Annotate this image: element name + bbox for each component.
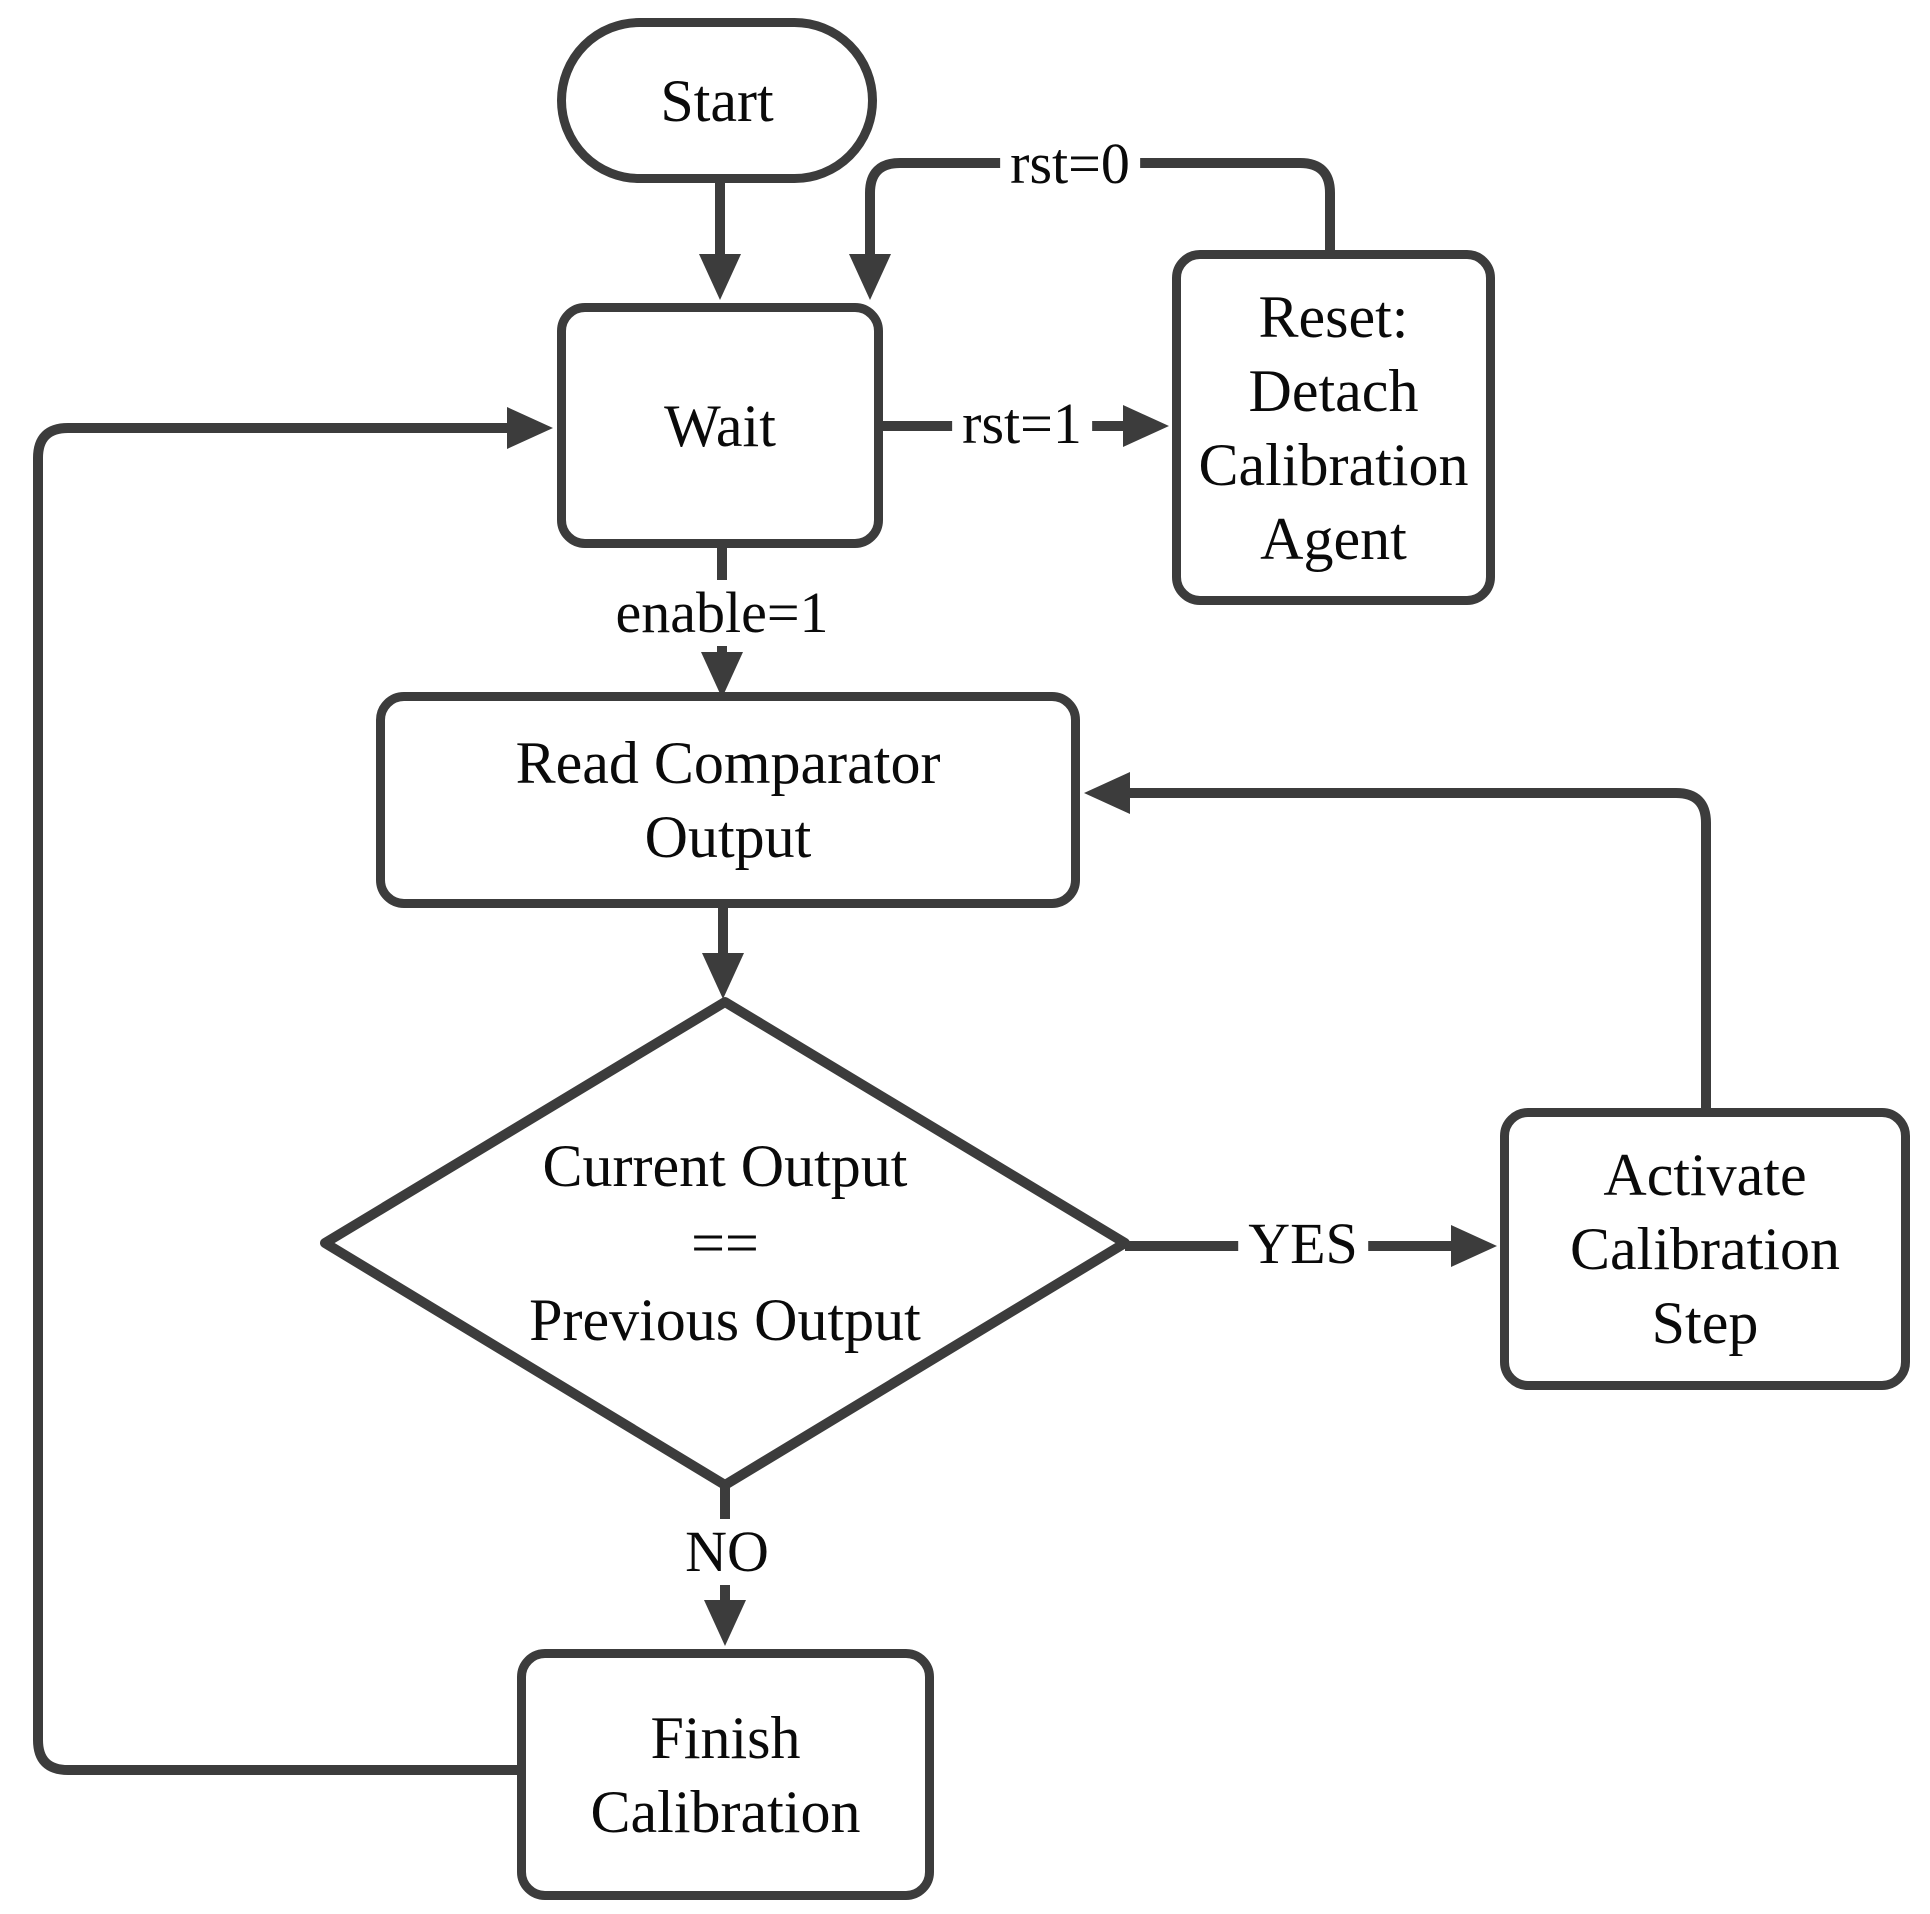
node-wait-label: Wait	[664, 392, 776, 459]
edge-label-rst0: rst=0	[1000, 131, 1140, 197]
node-finish: Finish Calibration	[517, 1649, 934, 1900]
node-compare-decision: Current Output == Previous Output	[425, 1118, 1025, 1368]
arrowhead-decision-no	[704, 1600, 746, 1646]
edge-label-rst1: rst=1	[952, 391, 1092, 457]
node-activate-step-line: Step	[1651, 1290, 1759, 1356]
node-activate-step-line: Calibration	[1570, 1216, 1840, 1282]
arrowhead-read-to-decision	[702, 953, 744, 999]
node-compare-decision-line: Current Output	[542, 1132, 908, 1199]
node-read-comparator-line: Output	[644, 804, 812, 870]
node-read-comparator: Read Comparator Output	[376, 692, 1080, 908]
arrowhead-activate-to-read	[1084, 772, 1130, 814]
arrowhead-start-to-wait	[699, 254, 741, 300]
node-reset-line: Detach	[1248, 357, 1419, 424]
node-compare-decision-line: Previous Output	[529, 1286, 921, 1353]
node-wait: Wait	[557, 303, 883, 548]
arrowhead-wait-to-reset	[1123, 405, 1169, 447]
node-activate-step: Activate Calibration Step	[1500, 1108, 1910, 1390]
node-finish-line: Finish	[650, 1704, 801, 1771]
node-compare-decision-line: ==	[691, 1209, 759, 1276]
edge-finish-to-wait	[33, 423, 517, 1775]
node-reset: Reset: Detach Calibration Agent	[1172, 250, 1495, 605]
node-activate-step-line: Activate	[1603, 1142, 1807, 1208]
edge-label-no: NO	[675, 1519, 779, 1585]
arrowhead-reset-to-wait	[849, 254, 891, 300]
edge-label-yes: YES	[1238, 1211, 1368, 1277]
edge-activate-to-read	[1130, 788, 1711, 1108]
node-start: Start	[557, 18, 877, 183]
node-reset-line: Agent	[1260, 505, 1407, 572]
node-reset-line: Reset:	[1258, 283, 1409, 350]
arrowhead-wait-to-read	[701, 652, 743, 698]
node-reset-line: Calibration	[1198, 431, 1469, 498]
arrowhead-finish-to-wait	[507, 407, 553, 449]
node-finish-line: Calibration	[590, 1778, 861, 1845]
edge-label-enable: enable=1	[605, 580, 839, 646]
arrowhead-decision-yes	[1451, 1225, 1497, 1267]
node-read-comparator-line: Read Comparator	[515, 730, 941, 796]
node-start-label: Start	[660, 67, 774, 134]
